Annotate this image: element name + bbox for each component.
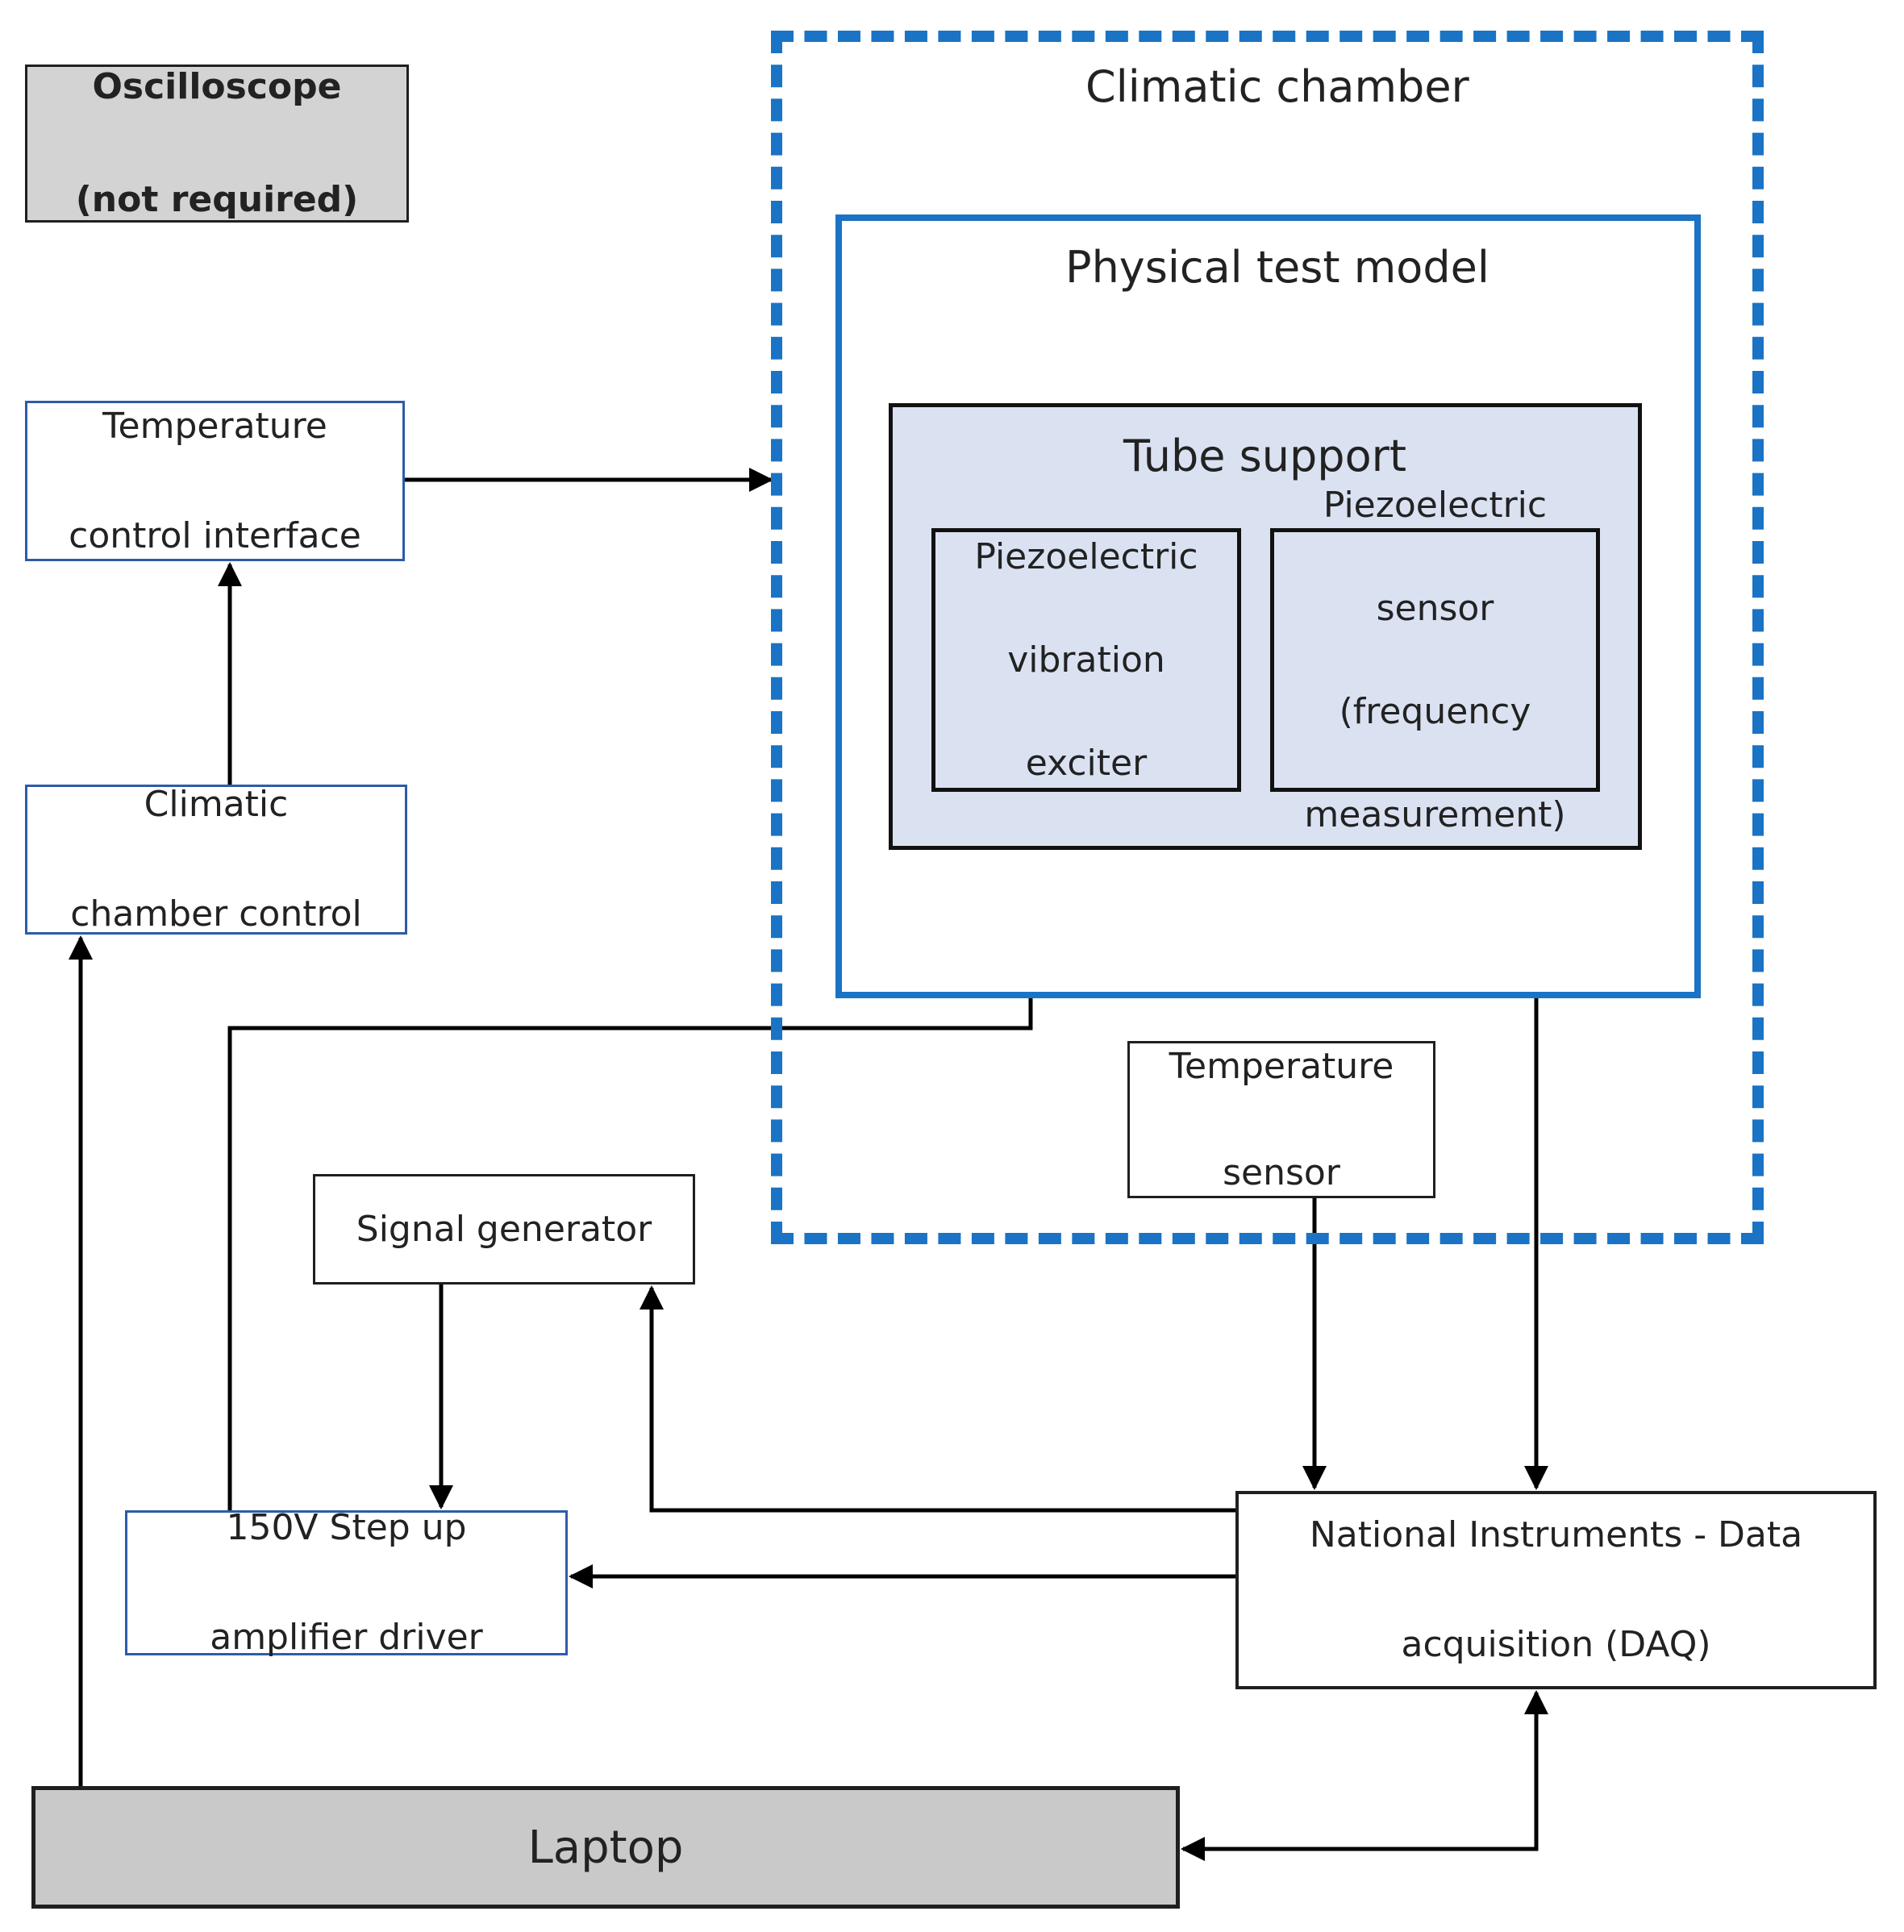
piezo-sensor-line3: (frequency xyxy=(1339,690,1531,732)
amplifier-driver-line1: 150V Step up xyxy=(226,1507,467,1548)
climatic-chamber-title: Climatic chamber xyxy=(1085,61,1469,112)
daq-line2: acquisition (DAQ) xyxy=(1401,1624,1711,1665)
temperature-sensor-box: Temperature sensor xyxy=(1127,1041,1435,1198)
daq-line1: National Instruments - Data xyxy=(1309,1514,1803,1555)
piezoelectric-sensor-box: Piezoelectric sensor (frequency measurem… xyxy=(1270,485,1600,835)
laptop-daq-link-line xyxy=(1181,1693,1539,1861)
physical-test-model-title: Physical test model xyxy=(1065,242,1489,293)
daq-to-signal-generator-arrow xyxy=(640,1285,1235,1513)
oscilloscope-box: Oscilloscope (not required) xyxy=(25,65,409,223)
signal-generator-label: Signal generator xyxy=(356,1208,652,1250)
temperature-control-interface-box: Temperature control interface xyxy=(25,401,405,561)
climatic-chamber-control-box: Climatic chamber control xyxy=(25,784,407,935)
piezo-sensor-line1: Piezoelectric xyxy=(1323,484,1548,526)
climatic-chamber-boundary xyxy=(771,31,1764,1244)
piezoelectric-vibration-exciter-box: Piezoelectric vibration exciter xyxy=(931,528,1241,792)
daq-box: National Instruments - Data acquisition … xyxy=(1235,1491,1877,1689)
climatic-chamber-control-line2: chamber control xyxy=(70,893,362,935)
vibration-exciter-line1: Piezoelectric xyxy=(974,535,1198,577)
tube-support-title: Tube support xyxy=(1123,431,1406,481)
temperature-sensor-line2: sensor xyxy=(1223,1151,1340,1193)
temperature-control-interface-line2: control interface xyxy=(69,514,361,556)
amplifier-driver-line2: amplifier driver xyxy=(210,1617,483,1658)
oscilloscope-label: Oscilloscope xyxy=(92,66,342,107)
vibration-exciter-line2: vibration xyxy=(1007,639,1165,681)
temperature-sensor-line1: Temperature xyxy=(1169,1045,1394,1087)
temperature-control-interface-line1: Temperature xyxy=(102,405,327,447)
climatic-chamber-control-line1: Climatic xyxy=(144,784,289,825)
oscilloscope-note: (not required) xyxy=(75,179,359,220)
vibration-exciter-line3: exciter xyxy=(1025,742,1148,784)
laptop-label: Laptop xyxy=(527,1821,684,1874)
signal-generator-box: Signal generator xyxy=(313,1174,695,1285)
piezo-sensor-line4: measurement) xyxy=(1304,793,1566,835)
amplifier-driver-box: 150V Step up amplifier driver xyxy=(125,1507,568,1658)
piezo-sensor-line2: sensor xyxy=(1376,587,1494,629)
laptop-box: Laptop xyxy=(31,1786,1180,1909)
